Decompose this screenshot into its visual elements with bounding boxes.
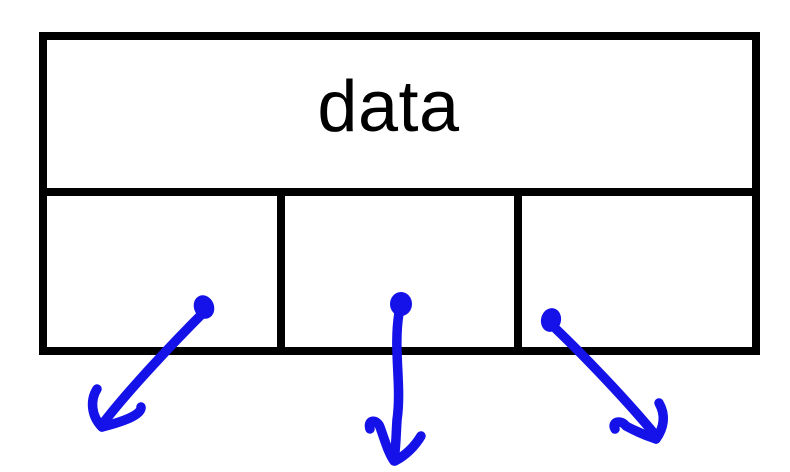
arrow-right-head-barb-2 <box>609 417 661 444</box>
arrow-middle-head-barb-2 <box>390 431 426 466</box>
pointer-cell-3 <box>514 196 753 347</box>
arrow-middle-head-barb-1 <box>364 416 399 466</box>
data-structure-box: data <box>39 32 760 355</box>
pointer-cell-2 <box>276 196 515 347</box>
arrow-right-head-barb-1 <box>651 398 668 444</box>
header-label: data <box>317 67 460 147</box>
pointer-cells-row <box>47 196 753 347</box>
arrow-left-head-barb-2 <box>97 402 146 432</box>
pointer-cell-1 <box>47 196 277 347</box>
arrow-left-head-barb-1 <box>87 384 107 432</box>
header-cell: data <box>47 40 752 196</box>
